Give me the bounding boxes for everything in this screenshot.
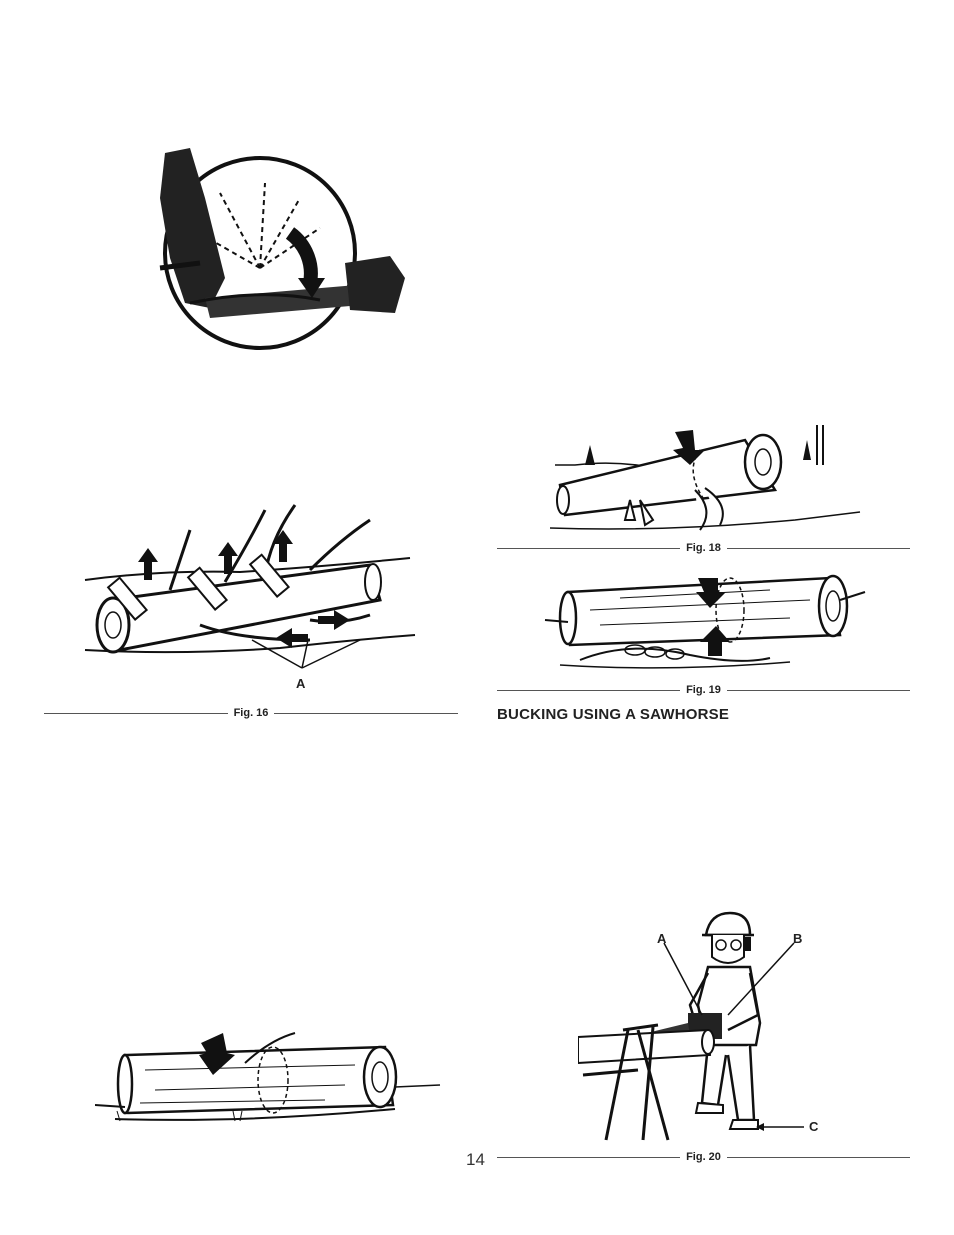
caption-rule [497,1157,680,1158]
caption-rule [274,713,458,714]
page-number: 14 [466,1150,485,1170]
kickback-illustration [150,138,412,353]
fig17-illustration [95,1025,445,1130]
caption-rule [497,690,680,691]
section-heading: BUCKING USING A SAWHORSE [497,706,729,723]
fig18-caption: Fig. 18 [680,542,727,554]
caption-rule [44,713,228,714]
fig16-illustration [80,500,420,690]
fig20-label-b: B [793,931,802,946]
caption-rule [727,690,910,691]
fig18-illustration [545,420,865,540]
fig19-caption-row: Fig. 19 [497,683,910,697]
fig16-label-a: A [296,676,305,691]
fig20-caption: Fig. 20 [680,1151,727,1163]
fig16-caption: Fig. 16 [228,707,275,719]
caption-rule [727,548,910,549]
fig19-illustration [540,570,870,678]
fig20-caption-row: Fig. 20 [497,1150,910,1164]
caption-rule [727,1157,910,1158]
caption-rule [497,548,680,549]
fig19-caption: Fig. 19 [680,684,727,696]
fig20-label-a: A [657,931,666,946]
fig18-caption-row: Fig. 18 [497,541,910,555]
fig20-illustration [578,905,808,1143]
fig16-caption-row: Fig. 16 [44,706,458,720]
fig20-label-c: C [809,1119,818,1134]
